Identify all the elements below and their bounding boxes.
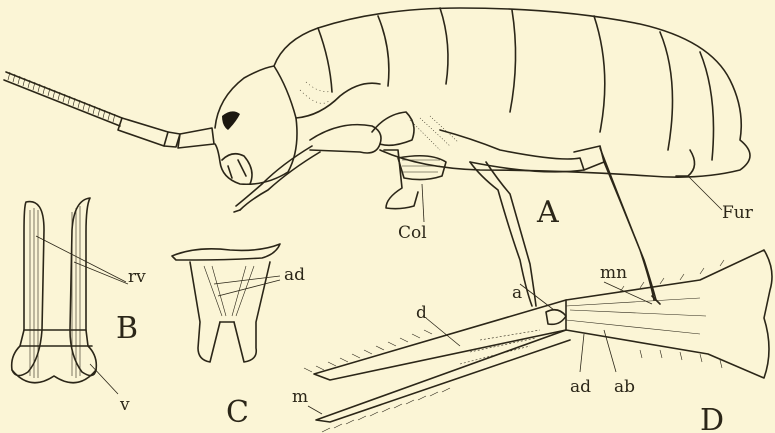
head [215,66,297,184]
label-v: v [119,395,130,415]
label-rv: rv [128,267,146,287]
panel-label-a: A [536,195,559,230]
label-col: Col [398,223,427,243]
label-ab: ab [614,377,635,397]
panel-c-drawing [172,244,280,362]
label-a: a [512,283,522,303]
label-ad-c: ad [284,265,305,285]
label-fur: Fur [722,203,754,223]
panel-a-drawing [4,8,750,306]
panel-label-b: B [116,311,138,346]
panel-b-drawing [12,198,128,394]
panel-label-d: D [700,403,724,433]
antenna [4,72,214,148]
label-mn: mn [600,263,627,283]
label-m: m [292,387,308,407]
label-d: d [416,303,427,323]
panel-label-c: C [226,395,249,430]
label-ad-d: ad [570,377,591,397]
